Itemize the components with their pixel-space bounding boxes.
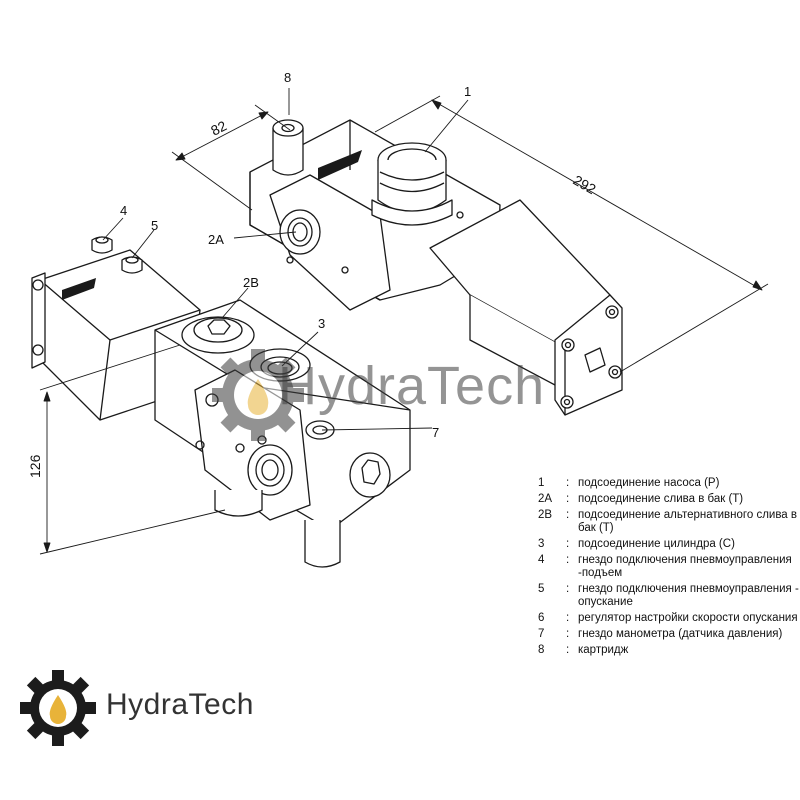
legend-row: 7: гнездо манометра (датчика давления) (538, 628, 800, 641)
legend-key: 1 (538, 477, 545, 489)
legend-key: 5 (538, 583, 545, 595)
legend-key: 7 (538, 628, 545, 640)
legend-key: 4 (538, 554, 545, 566)
legend-text: гнездо подключения пневмоуправления -под… (578, 554, 792, 579)
legend-key: 3 (538, 538, 545, 550)
legend-text: подсоединение цилиндра (С) (578, 538, 735, 550)
callout-7: 7 (432, 425, 439, 440)
legend-separator: : (566, 644, 570, 656)
legend-row: 1: подсоединение насоса (Р) (538, 477, 800, 490)
callout-5: 5 (151, 218, 158, 233)
legend-separator: : (566, 509, 570, 521)
legend-key: 6 (538, 612, 545, 624)
legend-row: 2A: подсоединение слива в бак (Т) (538, 493, 800, 506)
legend-text: подсоединение слива в бак (Т) (578, 493, 744, 505)
legend-key: 2B (538, 509, 553, 521)
watermark-text: HydraTech (278, 356, 546, 416)
callout-8: 8 (284, 70, 291, 85)
legend-row: 3: подсоединение цилиндра (С) (538, 538, 800, 551)
legend-separator: : (566, 583, 570, 595)
legend-text: гнездо подключения пневмоуправления - оп… (578, 583, 799, 608)
leader-lines (102, 88, 469, 431)
legend-row: 5: гнездо подключения пневмоуправления - … (538, 583, 800, 609)
legend-separator: : (566, 612, 570, 624)
legend-key: 2A (538, 493, 553, 505)
legend-key: 8 (538, 644, 545, 656)
legend-row: 4: гнездо подключения пневмоуправления -п… (538, 554, 800, 580)
gear-icon (20, 670, 96, 746)
legend-text: картридж (578, 644, 629, 656)
callout-4: 4 (120, 203, 127, 218)
dimension-126: 126 (27, 454, 43, 478)
oil-drop-icon (49, 695, 67, 724)
legend-separator: : (566, 477, 570, 489)
legend: 1: подсоединение насоса (Р) 2A: подсоединен… (538, 477, 800, 660)
legend-row: 6: регулятор настройки скорости опускания (538, 612, 800, 625)
callout-2A: 2A (208, 232, 224, 247)
legend-separator: : (566, 554, 570, 566)
legend-row: 8: картридж (538, 644, 800, 657)
legend-text: подсоединение альтернативного слива в ба… (578, 509, 798, 534)
upper-valve (249, 119, 623, 416)
callout-3: 3 (318, 316, 325, 331)
dimension-lines (39, 95, 769, 555)
legend-separator: : (566, 538, 570, 550)
legend-text: гнездо манометра (датчика давления) (578, 628, 783, 640)
legend-separator: : (566, 493, 570, 505)
dimension-82: 82 (208, 117, 229, 138)
legend-row: 2B: подсоединение альтернативного слива в… (538, 509, 800, 535)
callout-1: 1 (464, 84, 471, 99)
legend-text: регулятор настройки скорости опускания (578, 612, 798, 624)
brand-name: HydraTech (106, 688, 254, 721)
legend-text: подсоединение насоса (Р) (578, 477, 720, 489)
callout-2B: 2B (243, 275, 259, 290)
brand-logo: HydraTech (18, 668, 278, 748)
legend-separator: : (566, 628, 570, 640)
